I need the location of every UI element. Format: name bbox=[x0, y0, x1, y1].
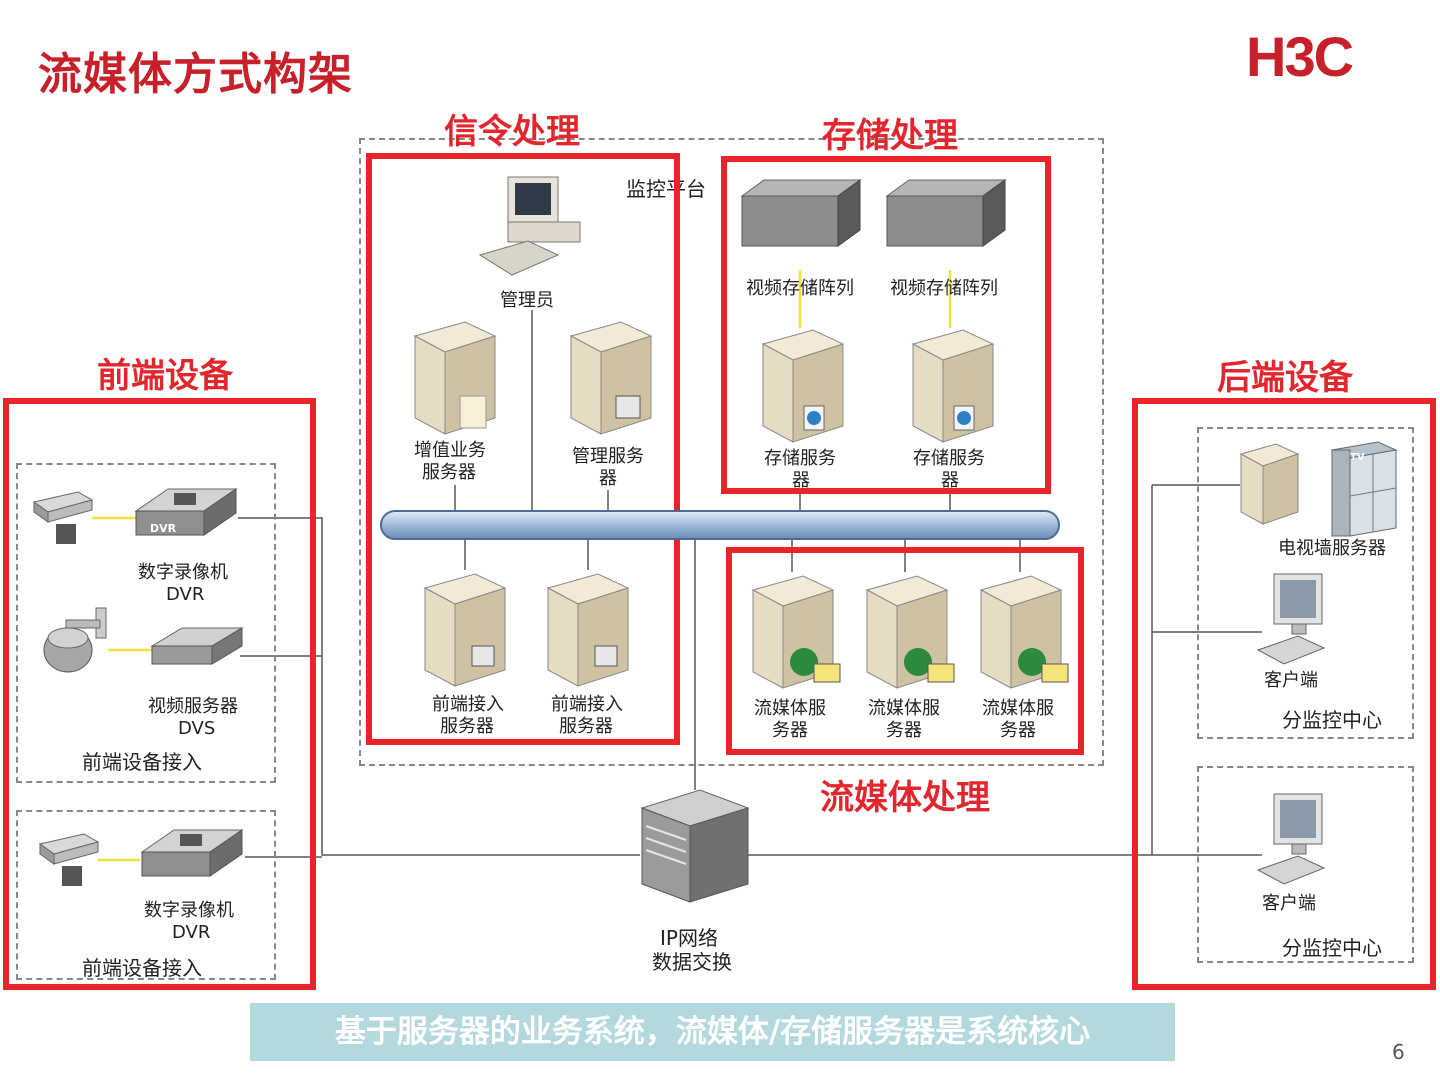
media-server-3-label-1: 流媒体服 bbox=[982, 698, 1054, 719]
dvr-icon bbox=[140, 829, 244, 877]
storage-array-label-2: 视频存储阵列 bbox=[890, 278, 998, 299]
monitoring-platform-boundary bbox=[359, 138, 1104, 766]
dvr-2-label-2: DVR bbox=[172, 922, 211, 943]
section-backend: 后端设备 bbox=[1217, 358, 1353, 398]
client-pc-icon bbox=[1256, 573, 1326, 665]
network-bus bbox=[380, 510, 1060, 540]
storage-server-2-label-2: 器 bbox=[941, 470, 959, 491]
server-icon bbox=[979, 575, 1069, 689]
fe-access-1-label-2: 服务器 bbox=[440, 716, 494, 737]
switch-label-1: IP网络 bbox=[660, 926, 718, 950]
tv-badge: TV bbox=[1350, 452, 1365, 463]
server-icon bbox=[423, 573, 507, 687]
summary-banner: 基于服务器的业务系统，流媒体/存储服务器是系统核心 bbox=[250, 1003, 1175, 1061]
sub-center-1-label: 分监控中心 bbox=[1282, 708, 1382, 732]
server-icon bbox=[1239, 443, 1300, 525]
dome-camera-icon bbox=[43, 607, 107, 673]
dvr-2-label-1: 数字录像机 bbox=[144, 900, 234, 921]
media-server-3-label-2: 务器 bbox=[1000, 720, 1036, 741]
storage-server-1-label-1: 存储服务 bbox=[764, 448, 836, 469]
dvr-badge: DVR bbox=[150, 522, 177, 535]
client-1-label: 客户端 bbox=[1264, 670, 1318, 691]
server-icon bbox=[413, 321, 497, 435]
media-server-2-label-1: 流媒体服 bbox=[868, 698, 940, 719]
section-streaming: 流媒体处理 bbox=[820, 778, 990, 818]
server-icon bbox=[865, 575, 955, 689]
vas-server-label-2: 服务器 bbox=[422, 462, 476, 483]
storage-server-2-label-1: 存储服务 bbox=[913, 448, 985, 469]
backend-box bbox=[1132, 398, 1436, 990]
switch-label-2: 数据交换 bbox=[652, 950, 732, 974]
admin-label: 管理员 bbox=[500, 290, 554, 311]
signaling-box bbox=[366, 153, 680, 745]
server-icon bbox=[911, 329, 995, 443]
storage-array-icon bbox=[740, 179, 862, 247]
dvr-1-label-1: 数字录像机 bbox=[138, 562, 228, 583]
storage-box bbox=[721, 156, 1051, 494]
frontend-group-1 bbox=[16, 463, 276, 783]
server-icon bbox=[546, 573, 630, 687]
page-title: 流媒体方式构架 bbox=[38, 49, 353, 100]
fe-access-2-label-2: 服务器 bbox=[559, 716, 613, 737]
summary-banner-text: 基于服务器的业务系统，流媒体/存储服务器是系统核心 bbox=[334, 1014, 1091, 1050]
media-server-1-label-1: 流媒体服 bbox=[754, 698, 826, 719]
section-frontend: 前端设备 bbox=[97, 356, 233, 396]
mgmt-server-label-2: 器 bbox=[599, 468, 617, 489]
section-signaling: 信令处理 bbox=[444, 112, 580, 152]
media-server-2-label-2: 务器 bbox=[886, 720, 922, 741]
tvwall-server-label: 电视墙服务器 bbox=[1278, 538, 1386, 559]
platform-label: 监控平台 bbox=[626, 177, 706, 201]
dvs-label-1: 视频服务器 bbox=[148, 696, 238, 717]
server-icon bbox=[569, 321, 653, 435]
h3c-logo: H3C bbox=[1246, 25, 1354, 88]
dvs-label-2: DVS bbox=[178, 718, 216, 739]
camera-icon bbox=[38, 833, 100, 886]
fe-access-1-label-1: 前端接入 bbox=[432, 694, 504, 715]
sub-center-2-label: 分监控中心 bbox=[1282, 936, 1382, 960]
dvr-1-label-2: DVR bbox=[166, 584, 205, 605]
vas-server-label-1: 增值业务 bbox=[414, 440, 486, 461]
mgmt-server-label-1: 管理服务 bbox=[572, 446, 644, 467]
streaming-box bbox=[726, 547, 1084, 755]
storage-array-icon bbox=[885, 179, 1007, 247]
frontend-group-1-label: 前端设备接入 bbox=[82, 750, 202, 774]
sub-center-group-2 bbox=[1197, 766, 1414, 963]
page-number: 6 bbox=[1392, 1040, 1405, 1064]
dvr-icon bbox=[134, 488, 238, 536]
media-server-1-label-2: 务器 bbox=[772, 720, 808, 741]
storage-server-1-label-2: 器 bbox=[792, 470, 810, 491]
workstation-icon bbox=[478, 176, 581, 276]
fe-access-2-label-1: 前端接入 bbox=[551, 694, 623, 715]
switch-icon bbox=[640, 789, 750, 903]
server-icon bbox=[761, 329, 845, 443]
section-storage: 存储处理 bbox=[822, 116, 958, 156]
storage-array-label-1: 视频存储阵列 bbox=[746, 278, 854, 299]
frontend-group-2-label: 前端设备接入 bbox=[82, 956, 202, 980]
tv-wall-icon bbox=[1330, 441, 1398, 537]
client-2-label: 客户端 bbox=[1262, 893, 1316, 914]
sub-center-group-1 bbox=[1197, 427, 1414, 739]
frontend-group-2 bbox=[16, 810, 276, 980]
camera-icon bbox=[32, 491, 94, 544]
server-icon bbox=[751, 575, 841, 689]
frontend-box bbox=[3, 398, 316, 990]
dvs-icon bbox=[150, 627, 244, 665]
client-pc-icon bbox=[1256, 793, 1326, 885]
